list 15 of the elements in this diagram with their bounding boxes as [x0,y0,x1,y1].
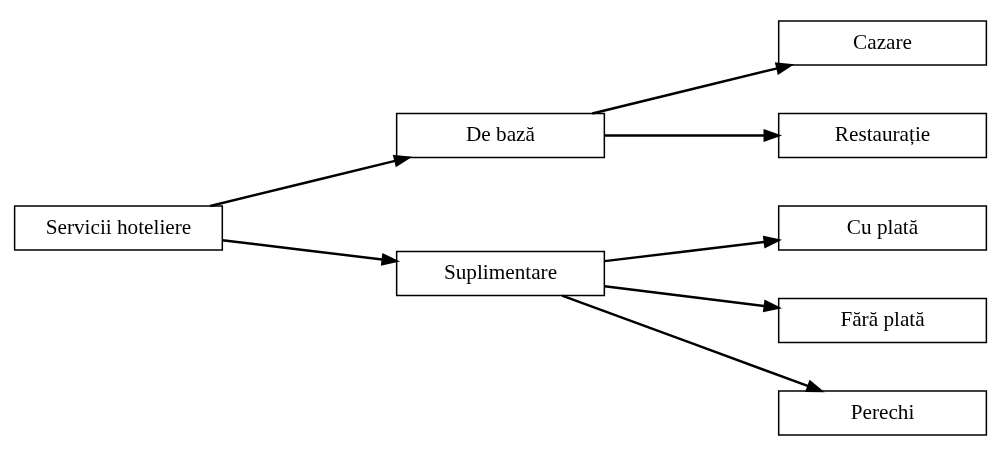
arrow [210,154,413,207]
arrow [604,235,783,262]
node-box: De bază [395,112,606,158]
node-box: Cazare [777,19,988,66]
node-box: Servicii hoteliere [13,204,224,251]
arrow [592,61,795,115]
arrow [604,128,783,142]
node-box: Restaurație [777,112,988,158]
node-box: Cu plată [777,204,988,251]
arrow [604,284,783,312]
node-box: Fără plată [777,297,988,343]
node-box: Suplimentare [395,250,606,296]
arrow [561,293,825,392]
arrow [222,238,400,266]
node-box: Perechi [777,389,988,436]
